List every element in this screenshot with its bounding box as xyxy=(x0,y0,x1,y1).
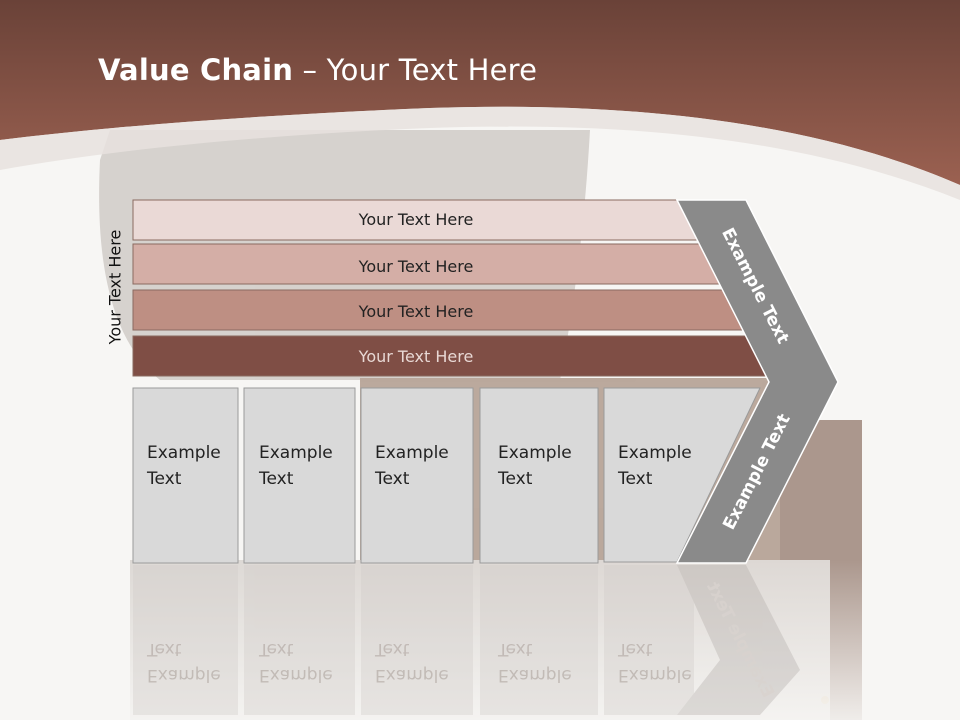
box-4-line1: Example xyxy=(498,443,572,463)
reflection-group xyxy=(133,565,800,715)
bar-label-3: Your Text Here xyxy=(358,301,474,321)
box-3-line1: Example xyxy=(375,443,449,463)
title-bold: Value Chain xyxy=(98,53,294,87)
box-5-line2: Text xyxy=(618,469,653,489)
bars-group xyxy=(132,199,775,377)
box-1 xyxy=(132,387,239,564)
box-1-line1: Example xyxy=(147,443,221,463)
header-swoosh xyxy=(0,106,960,200)
reflection-text-3: Example Text xyxy=(375,636,475,688)
box-4-line2: Text xyxy=(498,469,533,489)
slide-title: Value Chain – Your Text Here xyxy=(98,53,537,87)
reflection-2-line2: Text xyxy=(259,639,294,659)
boxes-group xyxy=(132,387,761,564)
box-3-line2: Text xyxy=(375,469,410,489)
bar-label-4: Your Text Here xyxy=(358,346,474,366)
reflection-1-line2: Text xyxy=(147,639,182,659)
box-3 xyxy=(360,387,474,564)
reflection-5-line2: Text xyxy=(618,639,653,659)
box-2 xyxy=(243,387,356,564)
box-2-line2: Text xyxy=(259,469,294,489)
reflection-4-line1: Example xyxy=(498,665,572,685)
reflection-5-line1: Example xyxy=(618,665,692,685)
header-band xyxy=(0,0,960,185)
reflection-text-2: Example Text xyxy=(259,636,359,688)
box-5-line1: Example xyxy=(618,443,692,463)
title-rest: – Your Text Here xyxy=(293,53,538,87)
bar-label-1: Your Text Here xyxy=(358,209,474,229)
reflection-4-line2: Text xyxy=(498,639,533,659)
reflection-text-1: Example Text xyxy=(147,636,247,688)
reflection-3-line2: Text xyxy=(375,639,410,659)
box-2-line1: Example xyxy=(259,443,333,463)
box-1-line2: Text xyxy=(147,469,182,489)
reflection-text-5: Example Text xyxy=(618,636,718,688)
box-4 xyxy=(479,387,599,564)
reflection-3-line1: Example xyxy=(375,665,449,685)
chevron-arrow xyxy=(675,199,839,564)
reflection-text-4: Example Text xyxy=(498,636,598,688)
reflection-2-line1: Example xyxy=(259,665,333,685)
side-label: Your Text Here xyxy=(105,229,125,345)
bar-label-2: Your Text Here xyxy=(358,256,474,276)
reflection-1-line1: Example xyxy=(147,665,221,685)
